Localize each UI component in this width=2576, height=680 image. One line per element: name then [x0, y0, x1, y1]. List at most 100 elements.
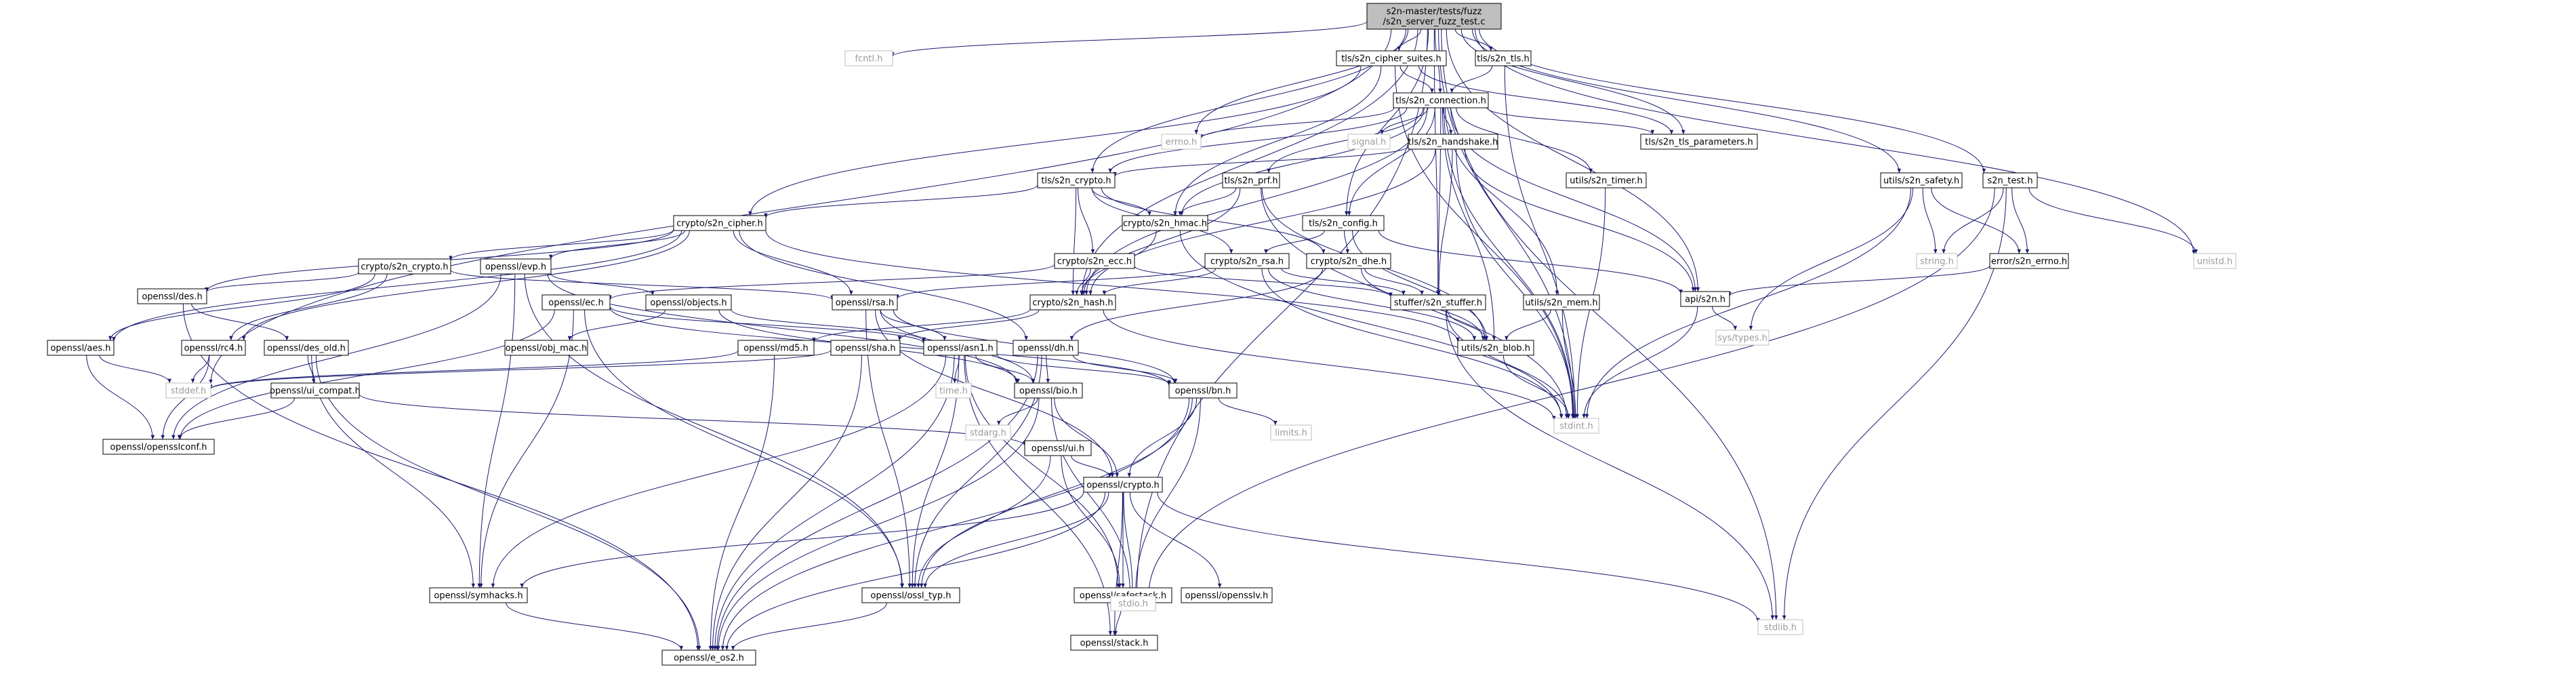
edge-root-to-errno: [1194, 28, 1409, 135]
node-ui[interactable]: openssl/ui.h: [1024, 440, 1092, 456]
node-prf[interactable]: tls/s2n_prf.h: [1222, 172, 1280, 188]
edge-symhacks-to-e_os2: [506, 602, 684, 651]
node-label: tls/s2n_config.h: [1309, 219, 1378, 229]
node-s2n_test[interactable]: s2n_test.h: [1982, 172, 2038, 188]
node-crypto_cipher[interactable]: crypto/s2n_cipher.h: [673, 215, 766, 231]
node-safety[interactable]: utils/s2n_safety.h: [1880, 172, 1963, 188]
node-timer[interactable]: utils/s2n_timer.h: [1566, 172, 1647, 188]
node-root[interactable]: s2n-master/tests/fuzz/s2n_server_fuzz_te…: [1366, 3, 1502, 30]
node-mem[interactable]: utils/s2n_mem.h: [1523, 294, 1600, 311]
node-box: [1024, 440, 1092, 456]
node-ecc[interactable]: crypto/s2n_ecc.h: [1054, 253, 1135, 269]
node-rc4[interactable]: openssl/rc4.h: [181, 340, 246, 356]
edge-connection-to-timer: [1456, 107, 1593, 174]
node-tls_h[interactable]: tls/s2n_tls.h: [1475, 50, 1532, 66]
node-asn1[interactable]: openssl/asn1.h: [923, 340, 998, 356]
edge-error_errno-to-api_s2n: [1727, 265, 1990, 297]
node-label: openssl/bio.h: [1019, 386, 1078, 397]
edge-root-to-stuffer: [1433, 28, 1440, 296]
edge-root-to-stdio: [1134, 28, 1428, 597]
node-label: crypto/s2n_crypto.h: [361, 262, 448, 273]
node-box: [541, 294, 611, 311]
node-label: fcntl.h: [855, 54, 882, 64]
node-stack[interactable]: openssl/stack.h: [1070, 635, 1158, 651]
edge-cipher_suites-to-connection: [1399, 65, 1434, 94]
node-sha[interactable]: openssl/sha.h: [830, 340, 901, 356]
edge-cipher_suites-to-hmac: [1173, 65, 1382, 216]
node-label: signal.h: [1352, 138, 1387, 148]
node-des_old[interactable]: openssl/des_old.h: [264, 340, 349, 356]
node-ui_compat[interactable]: openssl/ui_compat.h: [270, 382, 361, 399]
node-evp[interactable]: openssl/evp.h: [480, 258, 552, 275]
node-crypto_rsa[interactable]: crypto/s2n_rsa.h: [1204, 253, 1290, 269]
node-box: [1916, 253, 1958, 269]
edge-root-to-tls_h: [1454, 28, 1493, 52]
edge-root-to-stddef: [209, 28, 1392, 384]
node-box: [1715, 329, 1770, 346]
edge-ec-to-ossl_typ: [584, 309, 905, 588]
node-md5[interactable]: openssl/md5.h: [737, 340, 815, 356]
node-obj_mac[interactable]: openssl/obj_mac.h: [504, 340, 588, 356]
node-handshake[interactable]: tls/s2n_handshake.h: [1408, 134, 1498, 150]
node-stuffer[interactable]: stuffer/s2n_stuffer.h: [1390, 294, 1486, 311]
node-tls_crypto[interactable]: tls/s2n_crypto.h: [1037, 172, 1116, 188]
edge-bn-to-limits: [1218, 397, 1277, 426]
node-errno: errno.h: [1161, 134, 1202, 150]
node-ossl_crypto[interactable]: openssl/crypto.h: [1083, 477, 1163, 493]
node-fcntl: fcntl.h: [844, 50, 893, 66]
node-ossl_typ[interactable]: openssl/ossl_typ.h: [861, 587, 960, 603]
edge-connection-to-errno: [1199, 107, 1395, 139]
node-box: [1122, 215, 1208, 231]
node-stdlib: stdlib.h: [1757, 619, 1803, 635]
node-stdarg: stdarg.h: [965, 424, 1011, 441]
node-label: openssl/asn1.h: [927, 344, 994, 354]
node-blob[interactable]: utils/s2n_blob.h: [1457, 340, 1534, 356]
node-bn[interactable]: openssl/bn.h: [1168, 382, 1238, 399]
node-dh[interactable]: openssl/dh.h: [1013, 340, 1079, 356]
node-label: tls/s2n_prf.h: [1224, 176, 1277, 186]
node-crypto_crypto[interactable]: crypto/s2n_crypto.h: [358, 258, 451, 275]
edge-handshake-to-api_s2n: [1465, 148, 1696, 292]
node-connection[interactable]: tls/s2n_connection.h: [1393, 92, 1489, 108]
node-label: openssl/symhacks.h: [434, 591, 523, 601]
edge-des-to-des_old: [191, 303, 289, 341]
node-label: stdarg.h: [970, 428, 1006, 439]
node-bio[interactable]: openssl/bio.h: [1014, 382, 1083, 399]
node-crypto_dhe[interactable]: crypto/s2n_dhe.h: [1306, 253, 1391, 269]
node-hash[interactable]: crypto/s2n_hash.h: [1029, 294, 1116, 311]
node-unistd: unistd.h: [2193, 253, 2236, 269]
node-ec[interactable]: openssl/ec.h: [541, 294, 611, 311]
node-ossl_rsa[interactable]: openssl/rsa.h: [832, 294, 898, 311]
node-opensslv[interactable]: openssl/opensslv.h: [1181, 587, 1273, 603]
edge-s2n_test-to-stdlib: [1782, 187, 2007, 620]
node-label: limits.h: [1275, 428, 1307, 439]
node-error_errno[interactable]: error/s2n_errno.h: [1989, 253, 2069, 269]
node-box: [1757, 619, 1803, 635]
node-api_s2n[interactable]: api/s2n.h: [1680, 291, 1730, 307]
node-opensslconf[interactable]: openssl/opensslconf.h: [102, 439, 215, 455]
edge-config-to-crypto_rsa: [1264, 230, 1325, 254]
edge-blob-to-stdint: [1502, 355, 1571, 419]
edge-tls_crypto-to-ecc: [1078, 187, 1095, 254]
node-tls_params[interactable]: tls/s2n_tls_parameters.h: [1640, 134, 1758, 150]
node-box: [861, 587, 960, 603]
edge-api_s2n-to-systypes: [1712, 306, 1738, 331]
edge-s2n_test-to-unistd: [2028, 187, 2198, 254]
edge-crypto_rsa-to-stdint: [1261, 268, 1563, 419]
edge-crypto_cipher-to-rc4: [241, 230, 690, 341]
node-aes[interactable]: openssl/aes.h: [47, 340, 115, 356]
edge-connection-to-stdint: [1444, 107, 1576, 419]
node-cipher_suites[interactable]: tls/s2n_cipher_suites.h: [1336, 50, 1447, 66]
node-des[interactable]: openssl/des.h: [137, 288, 207, 304]
node-label: tls/s2n_crypto.h: [1041, 176, 1111, 186]
node-signal: signal.h: [1347, 134, 1391, 150]
node-hmac[interactable]: crypto/s2n_hmac.h: [1122, 215, 1208, 231]
node-objects[interactable]: openssl/objects.h: [645, 294, 732, 311]
edge-rc4-to-stddef: [190, 355, 209, 384]
node-e_os2[interactable]: openssl/e_os2.h: [661, 649, 756, 666]
node-symhacks[interactable]: openssl/symhacks.h: [429, 587, 528, 603]
edge-crypto_rsa-to-stuffer: [1281, 268, 1406, 296]
node-label: stdio.h: [1118, 599, 1148, 609]
node-config[interactable]: tls/s2n_config.h: [1302, 215, 1385, 231]
